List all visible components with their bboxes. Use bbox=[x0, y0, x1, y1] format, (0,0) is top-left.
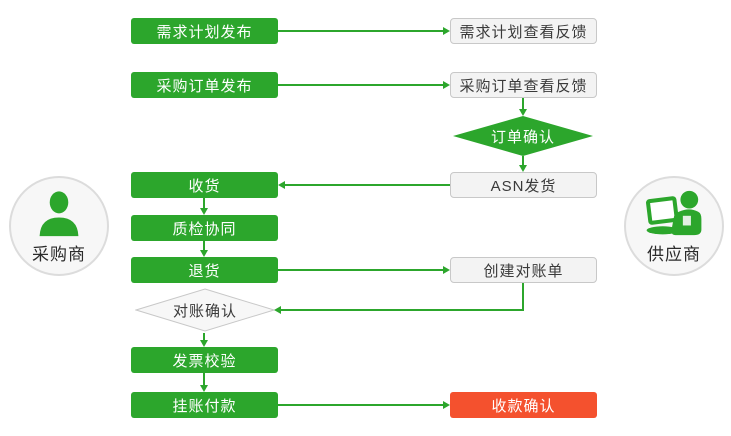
connector-po-confirm-line bbox=[522, 98, 524, 110]
node-label: 收款确认 bbox=[491, 397, 556, 415]
node-label: 采购订单发布 bbox=[156, 77, 253, 95]
node-quality-check: 质检协同 bbox=[131, 215, 278, 241]
buyer-actor: 采购商 bbox=[9, 176, 109, 276]
node-statement-confirm-diamond: 对账确认 bbox=[135, 288, 275, 332]
arrowhead-down-icon bbox=[519, 165, 527, 172]
connector-statement-elbow-vline bbox=[522, 283, 524, 311]
node-create-statement: 创建对账单 bbox=[450, 257, 597, 283]
node-po-feedback: 采购订单查看反馈 bbox=[450, 72, 597, 98]
node-demand-feedback: 需求计划查看反馈 bbox=[450, 18, 597, 44]
arrowhead-down-icon bbox=[200, 385, 208, 392]
node-label: 对账确认 bbox=[172, 302, 237, 320]
connector-quality-return-line bbox=[203, 241, 205, 251]
connector-asn-receive-line bbox=[285, 184, 450, 186]
node-return-goods: 退货 bbox=[131, 257, 278, 283]
connector-return-statement-line bbox=[278, 269, 444, 271]
node-demand-publish: 需求计划发布 bbox=[131, 18, 278, 44]
arrowhead-left-icon bbox=[278, 181, 285, 189]
supplier-actor: 供应商 bbox=[624, 176, 724, 276]
buyer-label: 采购商 bbox=[32, 245, 86, 264]
node-po-publish: 采购订单发布 bbox=[131, 72, 278, 98]
arrowhead-right-icon bbox=[443, 401, 450, 409]
arrowhead-right-icon bbox=[443, 81, 450, 89]
arrowhead-right-icon bbox=[443, 266, 450, 274]
node-receive: 收货 bbox=[131, 172, 278, 198]
node-label: 质检协同 bbox=[172, 220, 237, 238]
person-icon bbox=[11, 188, 107, 242]
node-label: 挂账付款 bbox=[172, 397, 237, 415]
connector-confirm-invoice-line bbox=[203, 333, 205, 341]
supplier-label: 供应商 bbox=[647, 245, 701, 264]
connector-statement-elbow-hline bbox=[281, 309, 524, 311]
arrowhead-down-icon bbox=[519, 109, 527, 116]
node-label: 创建对账单 bbox=[483, 262, 564, 280]
node-payment: 挂账付款 bbox=[131, 392, 278, 418]
node-label: 订单确认 bbox=[490, 128, 555, 146]
person-laptop-icon bbox=[626, 188, 722, 242]
node-asn-ship: ASN发货 bbox=[450, 172, 597, 198]
node-label: ASN发货 bbox=[490, 177, 557, 195]
node-label: 退货 bbox=[188, 262, 221, 280]
node-label: 收货 bbox=[188, 177, 221, 195]
connector-receive-quality-line bbox=[203, 198, 205, 209]
arrowhead-down-icon bbox=[200, 340, 208, 347]
node-label: 采购订单查看反馈 bbox=[459, 77, 588, 95]
arrowhead-right-icon bbox=[443, 27, 450, 35]
node-receipt-confirm: 收款确认 bbox=[450, 392, 597, 418]
node-label: 需求计划发布 bbox=[156, 23, 253, 41]
arrowhead-down-icon bbox=[200, 250, 208, 257]
arrowhead-left-icon bbox=[274, 306, 281, 314]
node-invoice-verify: 发票校验 bbox=[131, 347, 278, 373]
node-label: 需求计划查看反馈 bbox=[459, 23, 588, 41]
connector-payment-receipt-line bbox=[278, 404, 444, 406]
arrowhead-down-icon bbox=[200, 208, 208, 215]
node-order-confirm-diamond: 订单确认 bbox=[453, 116, 593, 156]
connector-confirm-asn-line bbox=[522, 156, 524, 165]
connector-invoice-payment-line bbox=[203, 373, 205, 386]
connector-po-line bbox=[278, 84, 444, 86]
node-label: 发票校验 bbox=[172, 352, 237, 370]
connector-demand-line bbox=[278, 30, 444, 32]
